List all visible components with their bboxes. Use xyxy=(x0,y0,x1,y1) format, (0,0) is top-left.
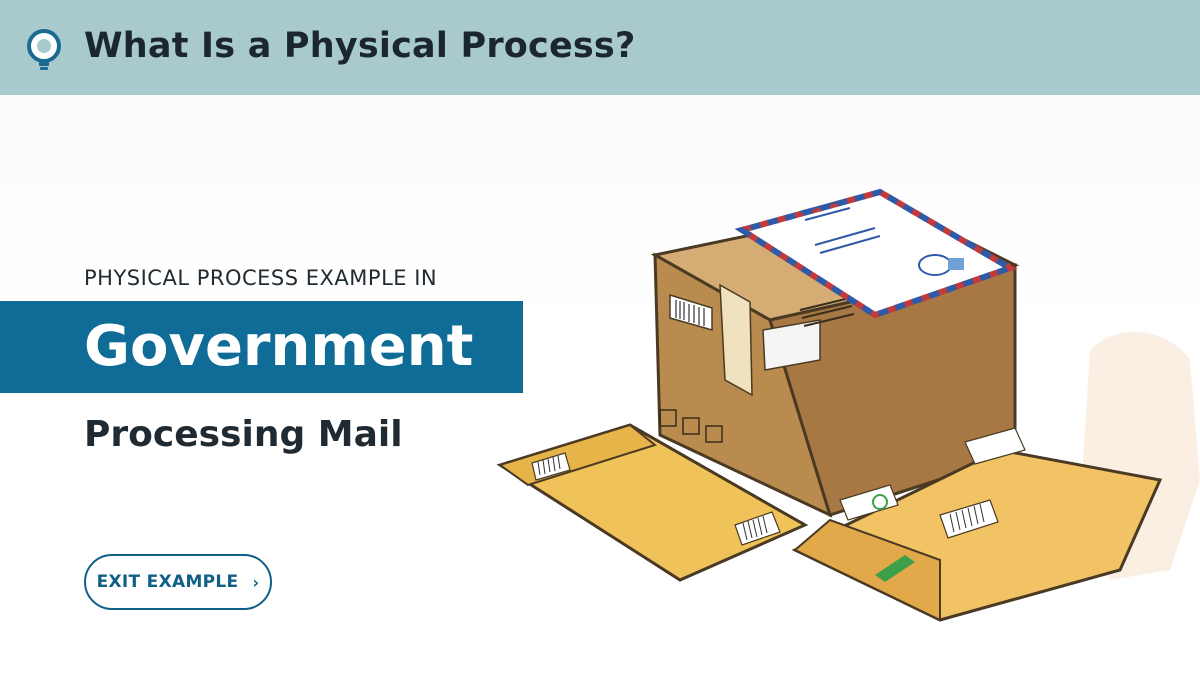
yellow-envelope xyxy=(496,423,809,582)
mail-packages-illustration xyxy=(496,188,1200,622)
title-band: Government xyxy=(0,301,523,393)
padded-mailer xyxy=(791,427,1163,622)
exit-example-label: EXIT EXAMPLE xyxy=(96,572,239,592)
page-title: What Is a Physical Process? xyxy=(84,26,636,66)
band-title: Government xyxy=(84,314,474,379)
header-bar: What Is a Physical Process? xyxy=(0,0,1200,95)
lightbulb-icon xyxy=(27,29,61,70)
exit-example-button[interactable]: EXIT EXAMPLE › xyxy=(84,554,272,610)
chevron-right-icon: › xyxy=(252,572,260,592)
example-subtitle: Processing Mail xyxy=(84,414,403,455)
example-kicker: PHYSICAL PROCESS EXAMPLE IN xyxy=(84,266,438,290)
airmail-envelope xyxy=(734,188,1018,319)
